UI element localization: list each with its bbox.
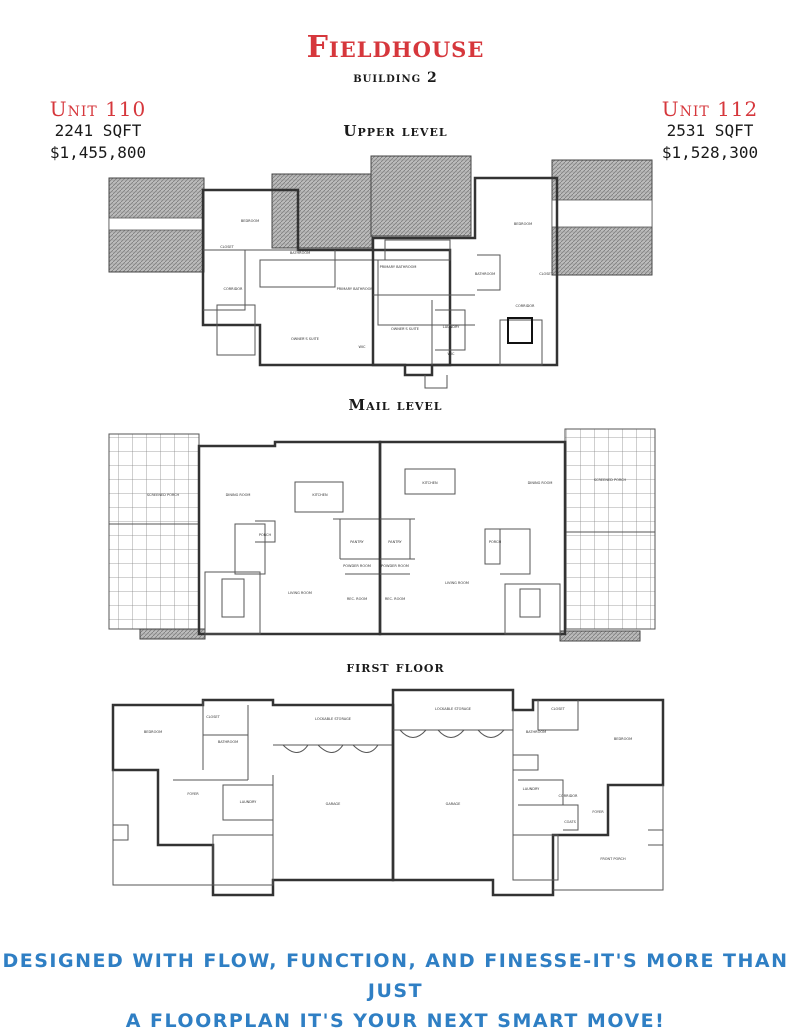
- svg-text:CLOSET: CLOSET: [220, 245, 234, 249]
- svg-text:LOCKABLE STORAGE: LOCKABLE STORAGE: [435, 707, 471, 711]
- screened-porch-right: [564, 428, 656, 630]
- svg-text:OWNER'S SUITE: OWNER'S SUITE: [391, 327, 419, 331]
- svg-text:LIVING ROOM: LIVING ROOM: [445, 581, 469, 585]
- svg-text:PRIMARY BATHROOM: PRIMARY BATHROOM: [380, 265, 417, 269]
- svg-text:DINING ROOM: DINING ROOM: [226, 493, 251, 497]
- first-floor-label: first floor: [346, 658, 445, 676]
- svg-text:CLOSET: CLOSET: [551, 707, 565, 711]
- kitchen-island: [294, 481, 344, 513]
- svg-text:POWDER ROOM: POWDER ROOM: [343, 564, 371, 568]
- svg-text:DINING ROOM: DINING ROOM: [528, 481, 553, 485]
- svg-text:KITCHEN: KITCHEN: [422, 481, 438, 485]
- tagline-line-2: a floorplan it's your next smart move!: [125, 1010, 666, 1032]
- svg-text:FOYER: FOYER: [592, 810, 604, 814]
- roof-section: [370, 155, 472, 237]
- svg-text:BEDROOM: BEDROOM: [614, 737, 632, 741]
- svg-text:WIC: WIC: [359, 345, 366, 349]
- roof-section: [271, 173, 373, 249]
- svg-text:COATS: COATS: [564, 820, 576, 824]
- svg-text:CLOSET: CLOSET: [206, 715, 220, 719]
- kitchen-island: [404, 468, 456, 495]
- main-level-floorplan: SCREENED PORCH DINING ROOM KITCHEN PORCH…: [108, 428, 656, 642]
- upper-level-floorplan: BEDROOM CLOSET CORRIDOR BATHROOM PRIMARY…: [108, 155, 653, 389]
- svg-text:CORRIDOR: CORRIDOR: [516, 304, 536, 308]
- svg-text:CORRIDOR: CORRIDOR: [224, 287, 244, 291]
- svg-text:GARAGE: GARAGE: [326, 802, 341, 806]
- first-floor-floorplan: BEDROOM CLOSET BATHROOM LAUNDRY FOYER LO…: [111, 688, 665, 897]
- unit-112-info: Unit 112 2531 SQFT $1,528,300: [640, 98, 780, 164]
- svg-text:BEDROOM: BEDROOM: [514, 222, 532, 226]
- svg-text:BEDROOM: BEDROOM: [241, 219, 259, 223]
- svg-text:LAUNDRY: LAUNDRY: [240, 800, 258, 804]
- svg-text:PORCH: PORCH: [259, 533, 272, 537]
- unit-sqft: 2531 SQFT: [666, 121, 754, 140]
- svg-text:PANTRY: PANTRY: [350, 540, 364, 544]
- svg-text:KITCHEN: KITCHEN: [312, 493, 328, 497]
- screened-porch-left: [108, 433, 200, 630]
- svg-text:BATHROOM: BATHROOM: [526, 730, 546, 734]
- tagline-line-1: designed with flow, function, and finess…: [2, 950, 789, 1002]
- svg-text:WIC: WIC: [448, 352, 455, 356]
- unit-sqft: 2241 SQFT: [54, 121, 142, 140]
- unit-price: $1,528,300: [661, 143, 759, 162]
- svg-text:REC. ROOM: REC. ROOM: [347, 597, 367, 601]
- main-level-label: Mail level: [348, 396, 443, 414]
- svg-text:BATHROOM: BATHROOM: [475, 272, 495, 276]
- page-title: Fieldhouse: [306, 30, 485, 65]
- svg-text:BEDROOM: BEDROOM: [144, 730, 162, 734]
- unit-name: Unit 110: [49, 97, 147, 121]
- svg-text:BATHROOM: BATHROOM: [290, 251, 310, 255]
- unit-price: $1,455,800: [49, 143, 147, 162]
- upper-level-label: Upper level: [343, 122, 448, 140]
- svg-text:LOCKABLE STORAGE: LOCKABLE STORAGE: [315, 717, 351, 721]
- svg-text:SCREENED PORCH: SCREENED PORCH: [594, 478, 627, 482]
- svg-text:SCREENED PORCH: SCREENED PORCH: [147, 493, 180, 497]
- svg-text:FRONT PORCH: FRONT PORCH: [600, 857, 626, 861]
- svg-text:CORRIDOR: CORRIDOR: [559, 794, 579, 798]
- svg-text:LAUNDRY: LAUNDRY: [523, 787, 541, 791]
- svg-text:LIVING ROOM: LIVING ROOM: [288, 591, 312, 595]
- building-subtitle: building 2: [353, 70, 438, 86]
- svg-text:POWDER ROOM: POWDER ROOM: [381, 564, 409, 568]
- svg-text:REC. ROOM: REC. ROOM: [385, 597, 405, 601]
- svg-text:PANTRY: PANTRY: [388, 540, 402, 544]
- svg-text:BATHROOM: BATHROOM: [218, 740, 238, 744]
- svg-text:GARAGE: GARAGE: [446, 802, 461, 806]
- svg-text:PORCH: PORCH: [489, 540, 502, 544]
- svg-text:OWNER'S SUITE: OWNER'S SUITE: [291, 337, 319, 341]
- svg-text:CLOSET: CLOSET: [539, 272, 553, 276]
- unit-110-info: Unit 110 2241 SQFT $1,455,800: [28, 98, 168, 164]
- unit-name: Unit 112: [661, 97, 759, 121]
- svg-text:FOYER: FOYER: [187, 792, 199, 796]
- svg-text:LAUNDRY: LAUNDRY: [443, 325, 461, 329]
- tagline: designed with flow, function, and finess…: [0, 946, 791, 1036]
- svg-text:PRIMARY BATHROOM: PRIMARY BATHROOM: [337, 287, 374, 291]
